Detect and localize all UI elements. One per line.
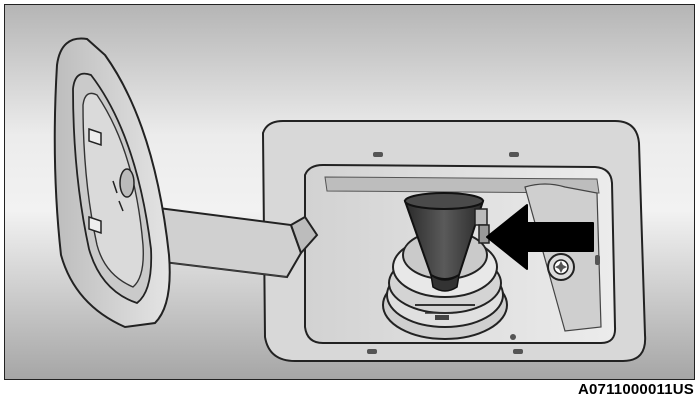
mount-slot: [367, 349, 377, 354]
mount-slot: [509, 152, 519, 157]
torx-screw-icon: [547, 253, 575, 281]
fuel-filler-funnel-icon: [403, 192, 485, 292]
latch-bracket: [474, 208, 490, 244]
figure-code: A0711000011US: [577, 381, 694, 398]
mount-slot: [595, 255, 600, 265]
fuel-door-illustration: [4, 4, 695, 380]
mount-slot: [373, 152, 383, 157]
pointer-arrow-icon: [486, 204, 594, 270]
fuel-door-icon: [53, 37, 171, 329]
mount-slot: [513, 349, 523, 354]
fuel-door-diagram: [5, 5, 694, 379]
